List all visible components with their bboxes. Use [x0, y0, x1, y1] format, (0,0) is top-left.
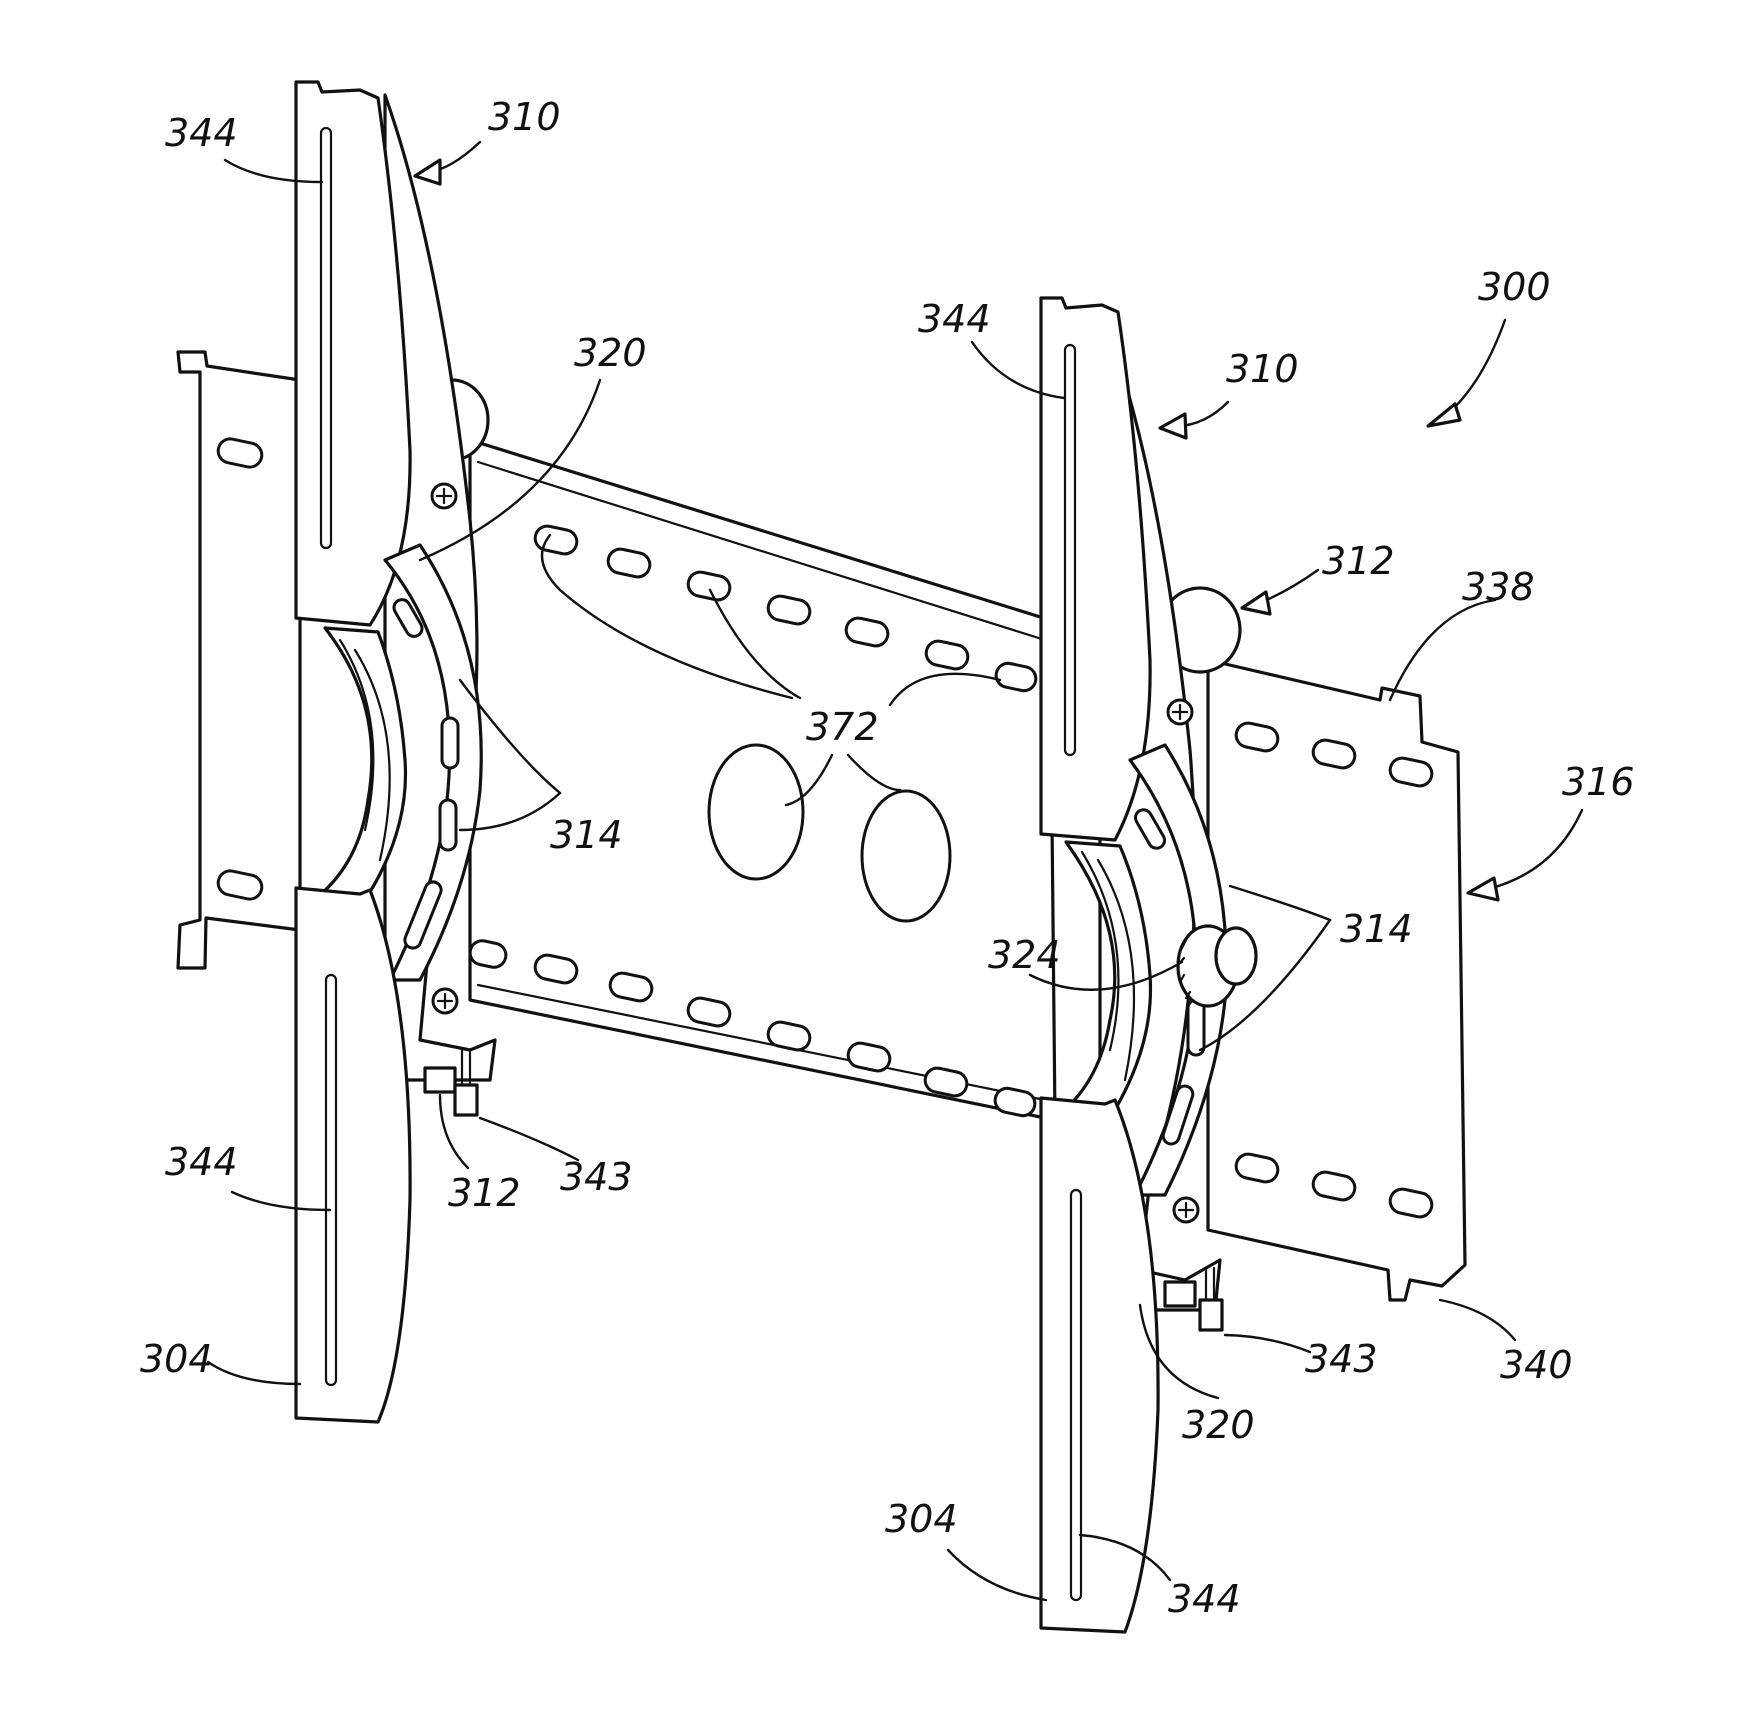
label-372: 372 — [806, 705, 879, 749]
left-lower-screw — [433, 989, 457, 1013]
label-314-left: 314 — [550, 813, 623, 857]
label-314-right: 314 — [1340, 907, 1413, 951]
center-plate — [468, 440, 1055, 1120]
center-round-hole-left — [709, 745, 803, 879]
label-320-right: 320 — [1182, 1403, 1255, 1447]
label-312-right: 312 — [1322, 539, 1395, 583]
label-304-left: 304 — [140, 1337, 213, 1381]
right-lower-screw — [1174, 1198, 1198, 1222]
right-upper-screw — [1168, 700, 1192, 724]
label-338: 338 — [1462, 565, 1535, 609]
label-316: 316 — [1562, 760, 1635, 804]
right-track-slot-2 — [1188, 1000, 1204, 1055]
label-344-lower-right: 344 — [1168, 1577, 1241, 1621]
left-track-slot-2 — [442, 718, 458, 768]
label-343-left: 343 — [560, 1155, 633, 1199]
center-round-hole-right — [862, 791, 950, 921]
label-304-right: 304 — [885, 1497, 958, 1541]
label-344-lower-left: 344 — [165, 1140, 238, 1184]
label-343-right: 343 — [1305, 1337, 1378, 1381]
label-340: 340 — [1500, 1343, 1573, 1387]
left-wall-plate — [178, 352, 300, 968]
left-upper-screw — [432, 484, 456, 508]
label-312-left: 312 — [448, 1171, 521, 1215]
label-320-left: 320 — [574, 331, 647, 375]
left-track-slot-3 — [440, 800, 456, 850]
label-300: 300 — [1478, 265, 1551, 309]
label-324: 324 — [988, 933, 1061, 977]
label-310-left: 310 — [488, 95, 561, 139]
label-344-upper-left: 344 — [165, 111, 238, 155]
left-arm-assembly — [296, 82, 495, 1422]
label-344-upper-right: 344 — [918, 297, 991, 341]
label-310-right: 310 — [1226, 347, 1299, 391]
